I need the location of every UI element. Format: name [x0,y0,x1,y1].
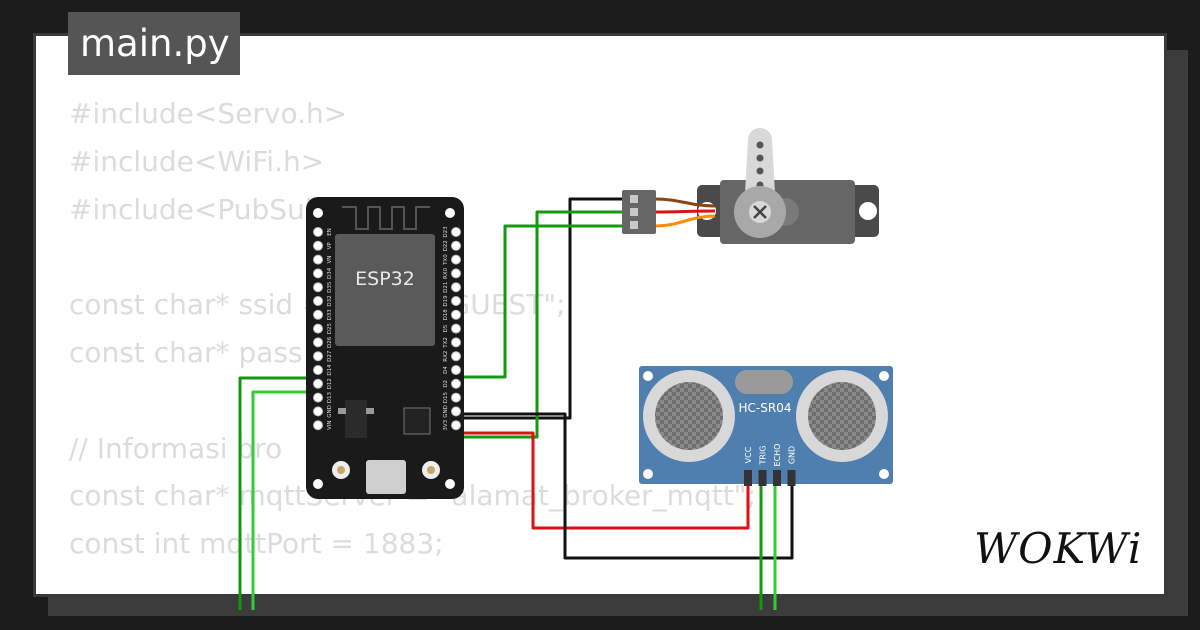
servo-motor [622,128,879,244]
esp32-pin[interactable] [313,268,323,279]
esp32-pin[interactable] [313,309,323,320]
wire-servo-vcc [460,210,628,439]
esp32-pin[interactable] [313,323,323,334]
esp32-pin[interactable] [451,351,461,362]
esp32-pin-label: D5 [443,324,449,332]
code-line: const int mqttPort = 1883; [69,527,444,561]
project-preview-card[interactable]: #include<Servo.h> #include<WiFi.h> #includ… [33,33,1167,597]
esp32-pin[interactable] [451,282,461,293]
esp32-pin[interactable] [313,378,323,389]
esp32-pin[interactable] [313,406,323,417]
esp32-pin[interactable] [451,406,461,417]
esp32-pin-label: D34 [327,267,333,279]
esp32-pin-label: D18 [443,309,449,321]
wire-servo-gnd [460,197,628,420]
esp32-pin[interactable] [313,420,323,431]
esp32-pin-label: D14 [327,364,333,376]
esp32-pin-label: 3V3 [443,419,449,430]
esp32-pin-label: D12 [327,378,333,389]
file-tab[interactable]: main.py [68,12,240,75]
esp32-pin[interactable] [451,296,461,306]
esp32-pin-label: D27 [327,350,333,362]
esp32-pin-label: VP [327,242,333,250]
esp32-pin[interactable] [451,365,461,375]
sensor-pin[interactable] [758,470,767,486]
esp32-pin[interactable] [313,296,323,306]
ultrasonic-sensor: HC-SR04 VCC TRIG ECHO GND [639,366,893,486]
esp32-pin-label: GND [443,405,449,418]
esp32-pin[interactable] [313,254,323,265]
esp32-pin-label: TX0 [443,254,449,266]
esp32-pin[interactable] [313,227,323,237]
esp32-pin-label: D33 [327,309,333,321]
code-line: #include<PubSub [69,192,323,226]
esp32-pin-label: RX2 [443,351,449,362]
esp32-pin[interactable] [451,323,461,334]
esp32-pin[interactable] [451,240,461,251]
code-line: const char* pass [69,335,303,369]
esp32-pin[interactable] [313,240,323,251]
wire-servo-signal [460,224,628,379]
wires [238,197,794,610]
esp32-pin-label: D13 [327,391,333,403]
esp32-pin-label: TX2 [443,337,449,349]
esp32-pin-label: D35 [327,281,333,293]
sensor-pin-label: GND [788,446,797,464]
sensor-pin-label: ECHO [773,444,782,467]
code-line: // Informasi bro [69,431,283,465]
esp32-pin[interactable] [451,268,461,279]
sensor-pin[interactable] [787,470,796,486]
code-line: #include<Servo.h> [69,97,348,130]
esp32-pin[interactable] [313,337,323,348]
esp32-label: ESP32 [355,268,415,290]
esp32-pin[interactable] [451,254,461,265]
esp32-pin-label: VIN [327,420,333,430]
sensor-pin-label: TRIG [759,445,768,465]
esp32-pin-label: D15 [443,391,449,403]
wire-esp-d13 [238,376,316,610]
esp32-pin[interactable] [451,227,461,237]
esp32-pin-label: D25 [327,322,333,334]
esp32-pin-label: D32 [327,295,333,306]
esp32-pin-label: D2 [443,380,449,388]
file-tab-label: main.py [80,22,230,65]
esp32-pin[interactable] [313,282,323,293]
esp32-pin[interactable] [313,351,323,362]
sensor-pin[interactable] [744,470,752,486]
wokwi-logo: WOKWi [974,524,1143,573]
esp32-pin-label: D22 [443,240,449,251]
esp32-pin[interactable] [451,392,461,403]
sensor-label: HC-SR04 [739,401,792,415]
esp32-pin[interactable] [451,420,461,431]
esp32-pin[interactable] [313,365,323,375]
esp32-pin-label: VN [327,256,333,264]
code-line: const char* mqttServer = "alamat_broker_… [69,479,756,513]
sensor-pin-label: VCC [744,446,753,463]
code-line: #include<WiFi.h> [69,144,325,178]
esp32-pin-label: GND [327,405,333,418]
esp32-pin[interactable] [451,337,461,348]
esp32-pin-label: D4 [443,366,449,374]
esp32-pin-label: D23 [443,226,449,238]
esp32-pin-label: D19 [443,295,449,307]
esp32-pin-label: D26 [327,336,333,348]
esp32-pin-label: RX0 [443,267,449,279]
esp32-pin[interactable] [451,378,461,389]
esp32-board: ESP32 ENVPVND34D35D32D33D25D26D27D14D12D… [306,197,464,499]
esp32-pin[interactable] [451,309,461,320]
esp32-pin[interactable] [313,392,323,403]
wire-sensor-vcc [460,431,750,530]
wire-sensor-gnd [460,412,794,560]
esp32-pin-label: D21 [443,282,449,293]
sensor-pin[interactable] [773,470,781,486]
wire-esp-d12 [251,390,316,610]
esp32-pin-label: EN [327,228,333,236]
